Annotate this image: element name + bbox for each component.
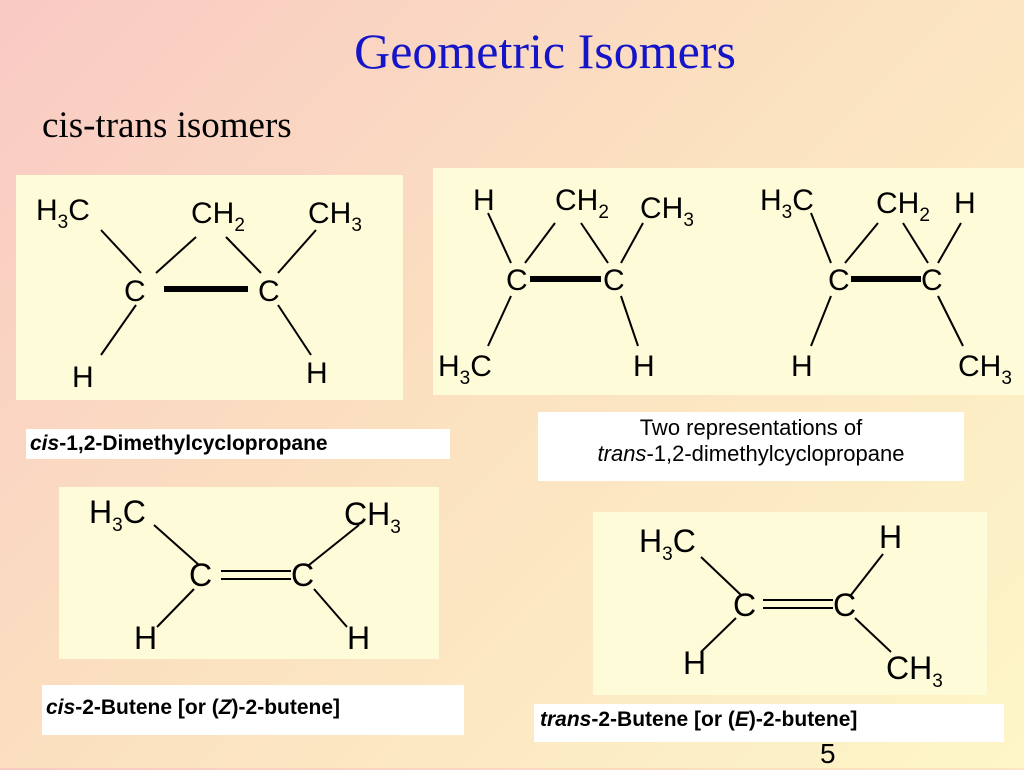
slide-subtitle: cis-trans isomers <box>42 105 292 146</box>
svg-text:C: C <box>828 264 850 297</box>
svg-text:C: C <box>921 264 943 297</box>
trans-caption-line2: trans-1,2-dimethylcyclopropane <box>597 441 905 466</box>
svg-text:CH3: CH3 <box>308 197 362 236</box>
svg-text:H: H <box>72 361 94 394</box>
svg-text:H: H <box>791 350 813 383</box>
trans-caption-line1: Two representations of <box>639 415 863 440</box>
cis-cyclopropane-structure: H3C CH2 CH3 C C H H <box>16 175 403 400</box>
svg-text:H3C: H3C <box>36 194 90 233</box>
svg-text:C: C <box>733 587 756 623</box>
cis-cyclopropane-caption: cis-1,2-Dimethylcyclopropane <box>26 429 450 459</box>
cis-butene-caption: cis-2-Butene [or (Z)-2-butene] <box>42 685 464 735</box>
svg-text:C: C <box>258 275 280 308</box>
svg-text:C: C <box>506 264 528 297</box>
svg-text:H3C: H3C <box>438 350 492 389</box>
cis-butene-structure: H3C CH3 C C H H <box>59 487 439 659</box>
svg-text:CH3: CH3 <box>958 350 1012 389</box>
trans-butene-caption: trans-2-Butene [or (E)-2-butene] <box>534 704 1004 742</box>
svg-text:CH3: CH3 <box>886 650 943 692</box>
svg-text:CH2: CH2 <box>555 184 609 223</box>
svg-text:C: C <box>833 587 856 623</box>
svg-text:C: C <box>124 275 146 308</box>
svg-text:H: H <box>633 350 655 383</box>
cis-cyclopropane-svg: H3C CH2 CH3 C C H H <box>36 194 362 394</box>
svg-text:CH2: CH2 <box>191 197 245 236</box>
svg-text:CH3: CH3 <box>344 496 401 538</box>
trans-cyclopropane-structures: H CH2 CH3 C C H3C H H3C CH2 H C C H CH3 <box>433 168 1024 395</box>
trans-cyclopropane-svg: H CH2 CH3 C C H3C H H3C CH2 H C C H CH3 <box>438 184 1012 389</box>
svg-text:H: H <box>473 184 495 217</box>
trans-cyclopropane-caption: Two representations of trans-1,2-dimethy… <box>538 412 964 481</box>
page-number: 5 <box>820 738 836 769</box>
slide-title: Geometric Isomers <box>354 23 736 79</box>
svg-text:H3C: H3C <box>639 523 696 565</box>
svg-text:H3C: H3C <box>89 494 146 536</box>
svg-text:CH2: CH2 <box>876 187 930 226</box>
svg-text:C: C <box>603 264 625 297</box>
svg-text:C: C <box>291 557 314 593</box>
svg-text:H: H <box>683 645 706 681</box>
svg-text:CH3: CH3 <box>640 192 694 231</box>
svg-text:C: C <box>189 557 212 593</box>
svg-text:H3C: H3C <box>760 184 814 223</box>
cis-butene-svg: H3C CH3 C C H H <box>89 494 401 656</box>
svg-text:H: H <box>347 620 370 656</box>
svg-text:H: H <box>954 187 976 220</box>
svg-text:H: H <box>306 357 328 390</box>
svg-text:H: H <box>134 620 157 656</box>
svg-text:H: H <box>879 519 902 555</box>
trans-butene-structure: H3C H C C H CH3 <box>593 512 987 695</box>
trans-butene-svg: H3C H C C H CH3 <box>639 519 943 692</box>
